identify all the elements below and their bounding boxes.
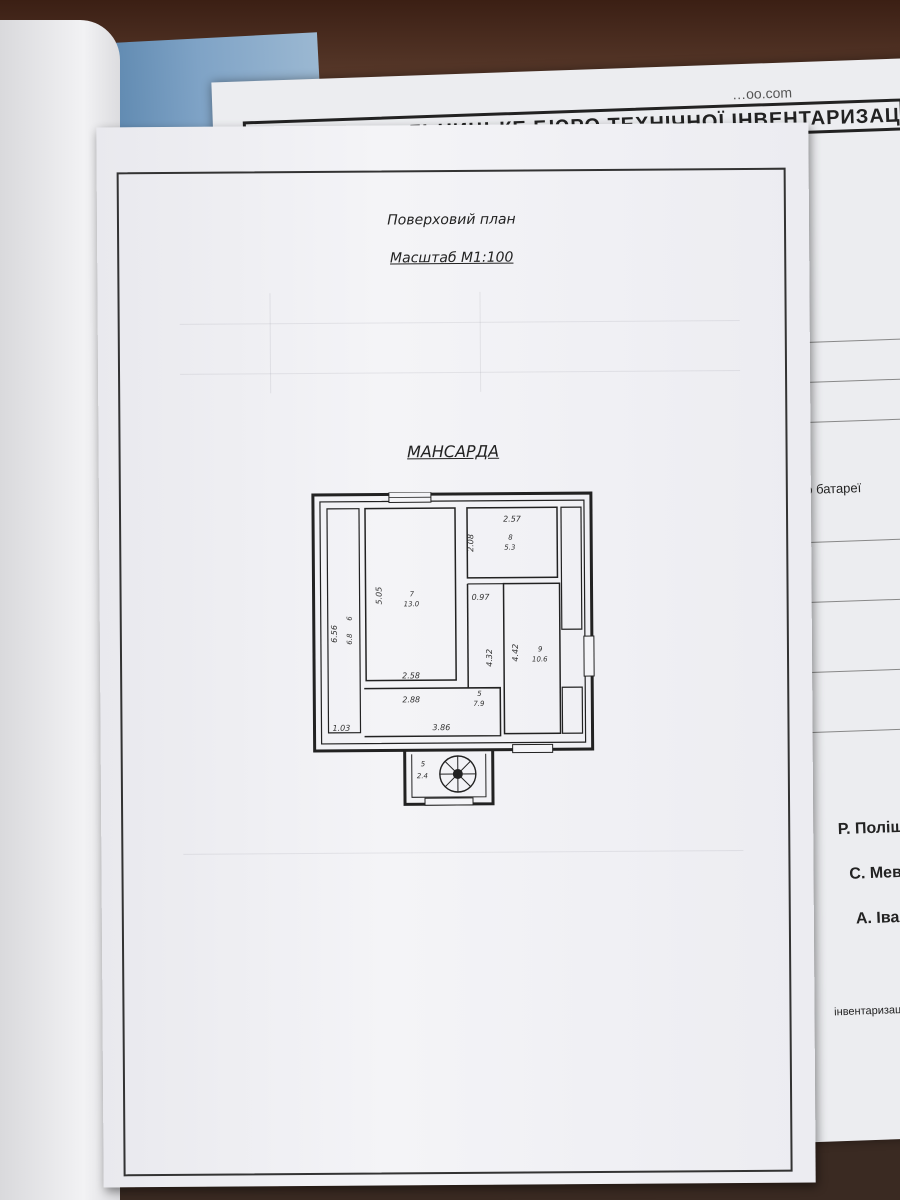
room-6-outline [326,508,362,734]
dimension-label: 5.05 [375,587,384,605]
room-area: 2.4 [417,772,428,780]
dimension-label: 2.58 [402,671,420,680]
room-8-outline [466,506,559,579]
room-number: 7 [410,590,415,598]
floor-plan-drawing: 2.57 2.08 5.05 0.97 6.56 4.32 4.42 2.58 … [311,491,595,806]
dimension-label: 0.97 [472,593,491,602]
dimension-label: 2.08 [466,534,475,552]
room-area: 13.0 [404,600,420,608]
room-9-outline [502,582,562,735]
room-7-outline [364,507,457,682]
floor-plan-sheet: Поверховий план Масштаб М1:100 МАНСАРДА [96,122,816,1188]
spiral-stair-icon [439,755,477,793]
dimension-label: 6.56 [330,625,339,643]
outer-wall [311,491,595,753]
signature-1: Р. Поліщ… [837,818,900,839]
room-area: 6.8 [346,633,354,645]
room-area: 10.6 [532,655,548,663]
drawing-frame: Поверховий план Масштаб М1:100 МАНСАРДА [116,167,793,1177]
inner-wall [319,499,587,745]
header-website: …oo.com [731,84,793,103]
bleed-through-line [479,291,482,392]
signature-2: С. Мевш… [849,862,900,883]
dimension-label: 3.86 [432,723,450,732]
plan-title: Поверховий план [387,211,516,229]
dimension-label: 2.88 [402,695,420,704]
floor-name: МАНСАРДА [407,441,500,462]
dimension-label: 2.57 [503,515,522,524]
room-area: 5.3 [504,544,515,552]
bleed-through-line [183,849,744,855]
corridor-outline [364,686,502,738]
room-number: 5 [477,690,482,698]
plan-scale: Масштаб М1:100 [389,249,514,267]
signature-3: А. Іващ… [855,908,900,928]
room-area: 7.9 [473,700,485,708]
room-number: 6 [346,616,354,621]
dimension-label: 4.42 [511,644,520,662]
bleed-through-line [269,293,272,394]
room-number: 9 [538,645,543,653]
closet [560,506,583,630]
inventory-note: інвентаризац… [833,1003,900,1019]
room-number: 5 [421,760,426,768]
stair-bay-inner [411,753,487,798]
dimension-label: 1.03 [332,724,350,733]
window [512,743,554,754]
window [583,635,595,677]
bleed-through-line [180,370,741,375]
window [424,797,474,806]
closet [561,686,584,734]
dimension-label: 4.32 [485,649,494,667]
bleed-through-line [179,320,740,325]
room-number: 8 [508,534,513,542]
